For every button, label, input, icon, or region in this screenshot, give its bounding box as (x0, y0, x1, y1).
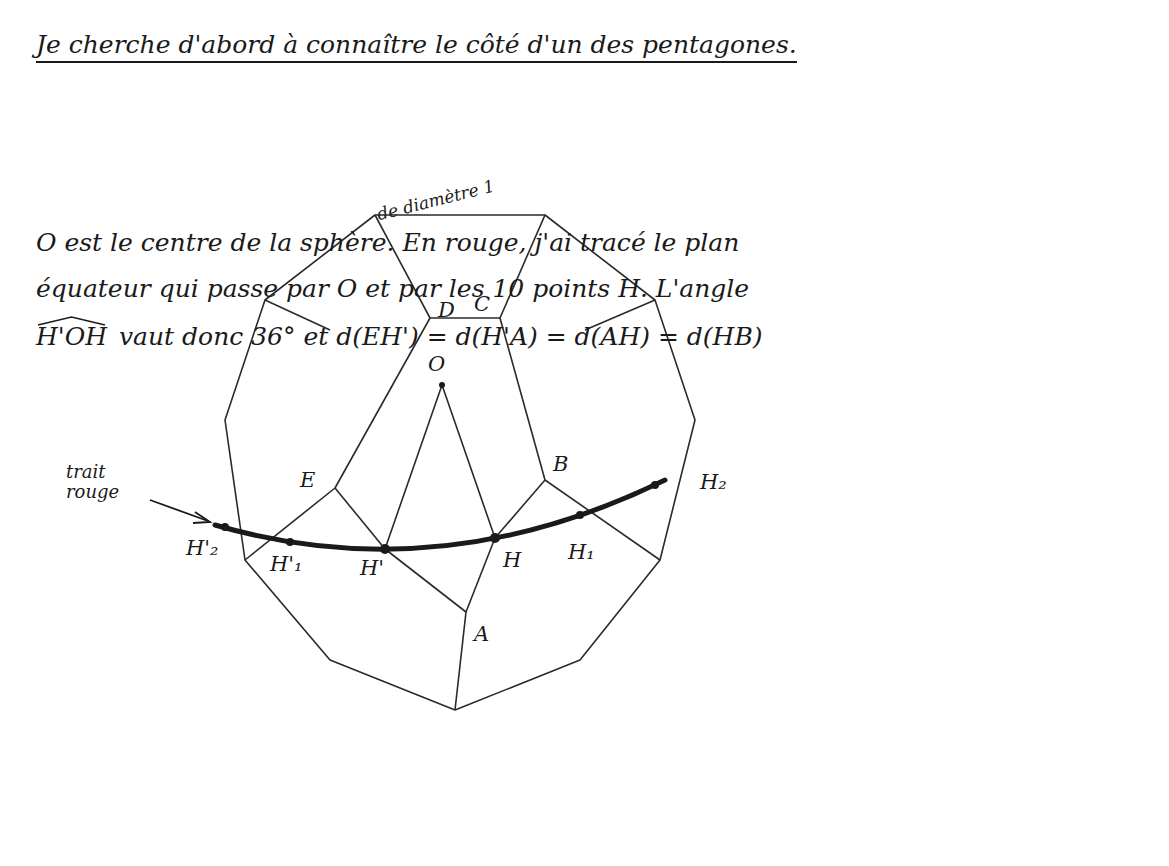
point-label: H₂ (700, 470, 727, 494)
handwritten-text: H'₂ (186, 536, 219, 560)
handwritten-text: D (438, 298, 455, 322)
handwritten-text: C (474, 292, 490, 316)
handwritten-text: vaut donc 36° et d(EH') = d(H'A) = d(AH)… (119, 322, 763, 351)
angle-notation: H'OH (36, 322, 107, 352)
edge-line (385, 549, 466, 612)
point-label: B (553, 452, 568, 476)
edge-line (245, 488, 335, 560)
handwritten-text: E (300, 468, 315, 492)
point-dot (221, 523, 229, 531)
point-label: C (474, 292, 490, 316)
point-label: O (428, 352, 445, 376)
edge-line (335, 488, 385, 549)
point-dot (576, 511, 584, 519)
text-line: H'OH vaut donc 36° et d(EH') = d(H'A) = d… (36, 322, 763, 352)
handwritten-text: H' (360, 556, 384, 580)
leader-arrow (150, 500, 208, 521)
point-label: H (503, 548, 521, 572)
arrow-head (193, 512, 210, 523)
point-dot (651, 481, 659, 489)
handwritten-text: Je cherche d'abord à connaître le côté d… (36, 30, 797, 63)
point-label: H'₁ (270, 552, 303, 576)
handwritten-text: H'₁ (270, 552, 303, 576)
handwritten-text: équateur qui passe par O et par les 10 p… (36, 274, 749, 303)
handwritten-text: O est le centre de la sphère (36, 228, 387, 257)
handwritten-text: . En rouge, j'ai tracé le plan (387, 228, 740, 257)
point-dot (490, 533, 500, 543)
point-label: trait rouge (66, 462, 138, 502)
handwritten-text: de diamètre 1 (373, 171, 497, 229)
handwritten-text: H (503, 548, 521, 572)
handwritten-text: A (474, 622, 489, 646)
handwritten-text: O (428, 352, 445, 376)
point-dot (286, 538, 294, 546)
point-label: H₁ (568, 540, 595, 564)
edge-line (466, 538, 495, 612)
handwritten-text: H₁ (568, 540, 595, 564)
point-dot (439, 382, 445, 388)
red-equator-line (215, 480, 665, 549)
angle-hat (36, 316, 107, 326)
handwritten-text: H'OH (36, 322, 107, 351)
point-label: H'₂ (186, 536, 219, 560)
text-line: équateur qui passe par O et par les 10 p… (36, 274, 749, 304)
point-label: E (300, 468, 315, 492)
text-line: O est le centre de la sphèrede diamètre … (36, 228, 739, 258)
point-dot (380, 544, 390, 554)
handwritten-text: H₂ (700, 470, 727, 494)
point-label: H' (360, 556, 384, 580)
edge-line (442, 385, 495, 538)
point-label: A (474, 622, 489, 646)
point-label: D (438, 298, 455, 322)
text-line: Je cherche d'abord à connaître le côté d… (36, 30, 797, 60)
handwritten-text: trait rouge (66, 461, 119, 502)
edge-line (455, 612, 466, 710)
handwritten-text: B (553, 452, 568, 476)
edge-line (385, 385, 442, 549)
